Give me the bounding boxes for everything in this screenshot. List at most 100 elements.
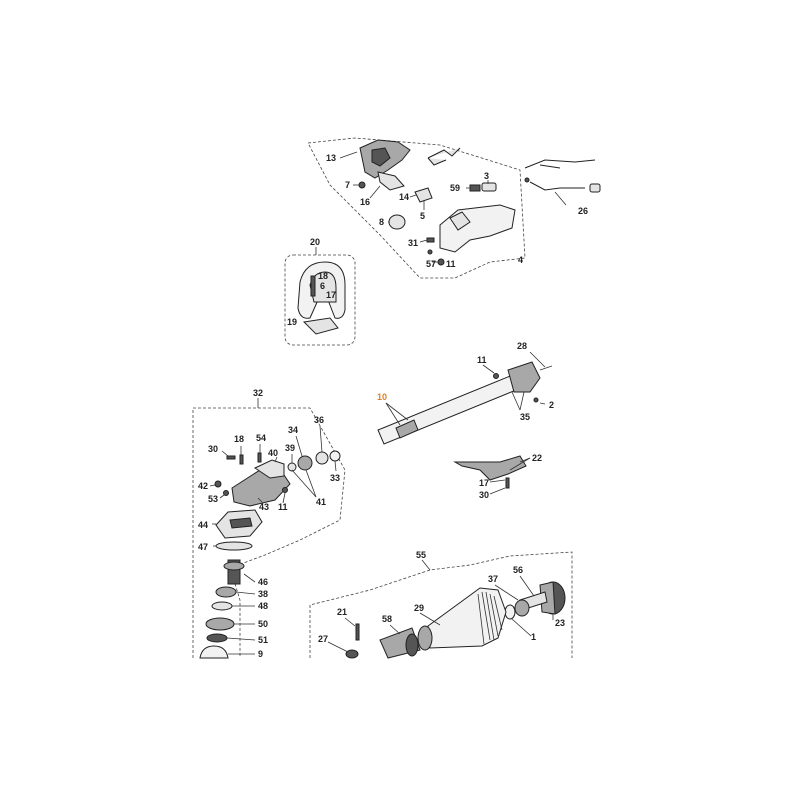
housing-collar-part bbox=[417, 625, 433, 651]
label-48: 48 bbox=[258, 601, 268, 611]
clamp-plate-19-part bbox=[302, 317, 339, 335]
label-29: 29 bbox=[414, 603, 424, 613]
label-11-tube: 11 bbox=[477, 355, 487, 365]
label-4: 4 bbox=[518, 255, 523, 265]
disc-51-part bbox=[206, 633, 228, 643]
label-10-highlighted: 10 bbox=[377, 392, 387, 402]
label-36: 36 bbox=[314, 415, 324, 425]
screw-11-tube-part bbox=[493, 373, 499, 379]
screw-21-part bbox=[355, 623, 360, 641]
label-43: 43 bbox=[259, 502, 269, 512]
label-41: 41 bbox=[316, 497, 326, 507]
part-59 bbox=[469, 184, 481, 192]
label-35: 35 bbox=[520, 412, 530, 422]
housing-29-part bbox=[427, 587, 507, 649]
label-59: 59 bbox=[450, 183, 460, 193]
trigger-lever-part bbox=[377, 171, 405, 191]
label-16: 16 bbox=[360, 197, 370, 207]
label-23: 23 bbox=[555, 618, 565, 628]
label-32: 32 bbox=[253, 388, 263, 398]
label-46: 46 bbox=[258, 577, 268, 587]
throttle-cable-part bbox=[427, 147, 461, 166]
label-50: 50 bbox=[258, 619, 268, 629]
flange-46-part bbox=[223, 561, 245, 571]
seal-36-part bbox=[315, 451, 329, 465]
wire-harness-part bbox=[524, 159, 596, 191]
label-5: 5 bbox=[420, 211, 425, 221]
label-3: 3 bbox=[484, 171, 489, 181]
label-7: 7 bbox=[345, 180, 350, 190]
group-4-outline bbox=[307, 137, 526, 279]
cup-9-part bbox=[199, 645, 229, 659]
label-27: 27 bbox=[318, 634, 328, 644]
label-38: 38 bbox=[258, 589, 268, 599]
ring-39-part bbox=[287, 462, 297, 472]
terminal-part bbox=[524, 177, 530, 183]
guard-44-inner bbox=[229, 517, 253, 529]
label-30-gear: 30 bbox=[208, 444, 218, 454]
coupling-58-end bbox=[405, 633, 419, 657]
label-14: 14 bbox=[399, 192, 409, 202]
screw-30-gear-part bbox=[226, 455, 236, 460]
label-39: 39 bbox=[285, 443, 295, 453]
label-11-gear: 11 bbox=[278, 502, 288, 512]
label-42: 42 bbox=[198, 481, 208, 491]
gear-head-group: 32 30 18 54 34 36 39 40 33 42 53 43 11 4… bbox=[192, 388, 346, 659]
handle-assembly-group: 13 7 16 14 5 59 3 8 31 57 11 4 26 bbox=[307, 137, 601, 279]
label-53: 53 bbox=[208, 494, 218, 504]
label-26: 26 bbox=[578, 206, 588, 216]
part-27 bbox=[345, 649, 359, 659]
label-11-handle: 11 bbox=[446, 259, 456, 269]
ring-48-part bbox=[211, 601, 233, 611]
nut-11-part bbox=[437, 258, 445, 266]
bracket-22-part bbox=[453, 455, 527, 481]
nut-42-part bbox=[214, 480, 222, 488]
label-19: 19 bbox=[287, 317, 297, 327]
screw-11-gear-part bbox=[282, 487, 288, 493]
label-18-loop: 18 bbox=[318, 271, 328, 281]
group-55-outline bbox=[309, 551, 573, 658]
label-51: 51 bbox=[258, 635, 268, 645]
label-40: 40 bbox=[268, 448, 278, 458]
label-55: 55 bbox=[416, 550, 426, 560]
label-6: 6 bbox=[320, 281, 325, 291]
screw-18-part bbox=[310, 275, 316, 297]
flange-50-part bbox=[205, 617, 235, 631]
screw-7-part bbox=[358, 181, 366, 189]
clutch-group: 55 37 56 21 58 29 27 1 23 bbox=[309, 550, 573, 659]
screw-2-part bbox=[533, 397, 539, 403]
label-9: 9 bbox=[258, 649, 263, 659]
tube-clamp-part bbox=[507, 361, 541, 393]
throttle-switch-part bbox=[371, 147, 391, 167]
label-54: 54 bbox=[256, 433, 266, 443]
label-17-loop: 17 bbox=[326, 290, 336, 300]
label-34: 34 bbox=[288, 425, 298, 435]
label-22: 22 bbox=[532, 453, 542, 463]
bearing-38-part bbox=[215, 586, 237, 598]
handle-grip-ridge bbox=[449, 211, 471, 231]
label-21: 21 bbox=[337, 607, 347, 617]
label-44: 44 bbox=[198, 520, 208, 530]
clip-14-part bbox=[414, 187, 433, 203]
label-30-bracket: 30 bbox=[479, 490, 489, 500]
tube-sleeve-part bbox=[395, 419, 419, 439]
label-17-bracket: 17 bbox=[479, 478, 489, 488]
label-18-gear: 18 bbox=[234, 434, 244, 444]
bearing-34-part bbox=[297, 455, 313, 471]
label-13: 13 bbox=[326, 153, 336, 163]
label-37: 37 bbox=[488, 574, 498, 584]
handle-grip-part bbox=[439, 204, 516, 253]
circlip-47-part bbox=[215, 541, 253, 551]
drive-tube-group: 10 11 28 35 2 bbox=[377, 341, 554, 445]
loop-handle-group: 20 18 6 17 19 bbox=[284, 237, 356, 346]
label-47: 47 bbox=[198, 542, 208, 552]
part-3 bbox=[481, 182, 497, 192]
label-8: 8 bbox=[379, 217, 384, 227]
label-57: 57 bbox=[426, 259, 436, 269]
screw-31-part bbox=[426, 237, 435, 243]
connector-part bbox=[589, 183, 601, 193]
screw-30-bracket-part bbox=[505, 477, 510, 489]
label-58: 58 bbox=[382, 614, 392, 624]
screw-54-part bbox=[257, 452, 262, 463]
